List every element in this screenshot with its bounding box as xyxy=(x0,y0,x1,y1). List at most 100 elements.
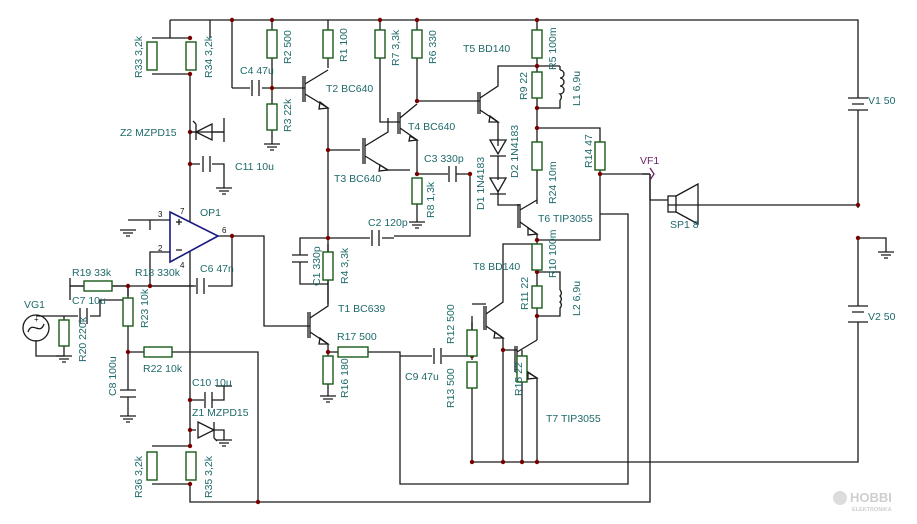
l2-inductor xyxy=(559,289,562,311)
pin-3: 3 xyxy=(158,210,163,219)
v2-battery xyxy=(848,305,868,323)
label-r34: R34 3,2k xyxy=(203,35,215,78)
resistors xyxy=(58,29,606,481)
label-r1: R1 100 xyxy=(338,28,350,62)
r8-resistor xyxy=(411,177,423,205)
label-t4: T4 BC640 xyxy=(408,121,455,133)
label-r18: R18 330k xyxy=(135,267,181,279)
r15-resistor xyxy=(516,355,528,383)
grounds xyxy=(56,143,894,447)
opamp-pins: 3 2 6 7 4 xyxy=(158,207,227,270)
label-r5: R5 100m xyxy=(547,27,559,70)
r12-resistor xyxy=(466,329,478,357)
r5-resistor xyxy=(531,29,543,59)
label-r12: R12 500 xyxy=(445,304,457,344)
label-r13: R13 500 xyxy=(445,368,457,408)
label-r24: R24 10m xyxy=(547,161,559,204)
v1-battery xyxy=(848,97,868,111)
l1-inductor xyxy=(558,69,565,101)
label-sp1: SP1 8 xyxy=(670,219,699,231)
r3-resistor xyxy=(266,103,278,131)
label-r15: R15 22 xyxy=(513,362,525,396)
label-z2: Z2 MZPD15 xyxy=(120,127,177,139)
pin-6: 6 xyxy=(222,226,227,235)
pin-4: 4 xyxy=(180,261,185,270)
r23-resistor xyxy=(122,297,134,327)
label-r3: R3 22k xyxy=(282,98,294,132)
label-t6: T6 TIP3055 xyxy=(538,213,593,225)
label-t5: T5 BD140 xyxy=(463,43,510,55)
label-r9: R9 22 xyxy=(518,72,530,100)
label-c7: C7 10u xyxy=(72,295,106,307)
label-c4: C4 47u xyxy=(240,65,274,77)
r34-resistor xyxy=(185,41,197,71)
pin-2: 2 xyxy=(158,244,163,253)
r4-resistor xyxy=(322,251,334,281)
label-r2: R2 500 xyxy=(282,30,294,64)
label-r16: R16 180 xyxy=(339,358,351,398)
pin-7: 7 xyxy=(180,207,185,216)
label-c8: C8 100u xyxy=(107,356,119,396)
inductors xyxy=(558,69,565,311)
label-c3: C3 330p xyxy=(424,153,464,165)
label-z1: Z1 MZPD15 xyxy=(192,407,249,419)
label-v1: V1 50 xyxy=(868,95,896,107)
label-c10: C10 10u xyxy=(192,377,232,389)
r14-resistor xyxy=(594,141,606,171)
component-labels: R33 3,2k R34 3,2k C4 47u R2 500 R3 22k T… xyxy=(24,27,896,498)
label-r6: R6 330 xyxy=(427,30,439,64)
label-r4: R4 3,3k xyxy=(339,247,351,284)
capacitors xyxy=(79,80,457,410)
label-r35: R35 3,2k xyxy=(203,455,215,498)
r35-resistor xyxy=(185,451,197,481)
hobbi-logo: HOBBI ELEKTRONIKA xyxy=(833,490,892,513)
wires xyxy=(35,19,887,503)
r10-resistor xyxy=(531,243,543,271)
label-r36: R36 3,2k xyxy=(133,455,145,498)
r7-resistor xyxy=(374,29,386,59)
label-op1: OP1 xyxy=(200,207,221,219)
diodes xyxy=(190,120,508,442)
svg-text:HOBBI: HOBBI xyxy=(850,490,892,505)
r24-resistor xyxy=(531,141,543,171)
label-vf1: VF1 xyxy=(640,155,659,167)
junction-dots xyxy=(125,17,861,505)
r2-resistor xyxy=(266,29,278,59)
r11-resistor xyxy=(531,285,543,309)
r16-resistor xyxy=(322,355,334,385)
op1-opamp xyxy=(169,210,220,264)
vf1-probe xyxy=(642,167,655,181)
label-d1: D1 1N4183 xyxy=(475,157,487,210)
r6-resistor xyxy=(411,29,423,59)
label-r22: R22 10k xyxy=(143,363,183,375)
label-r8: R8 1,3k xyxy=(425,181,437,218)
label-c6: C6 47n xyxy=(200,263,234,275)
svg-text:+: + xyxy=(34,315,39,324)
label-l2: L2 6,9u xyxy=(571,281,583,316)
sp1-speaker xyxy=(649,174,699,226)
svg-text:ELEKTRONIKA: ELEKTRONIKA xyxy=(852,507,892,513)
label-vg1: VG1 xyxy=(24,299,45,311)
label-r11: R11 22 xyxy=(519,277,531,310)
label-r10: R10 100m xyxy=(547,229,559,278)
r1-resistor xyxy=(322,29,334,59)
label-c9: C9 47u xyxy=(405,371,439,383)
transistor-arrows xyxy=(302,76,539,380)
label-c2: C2 120p xyxy=(368,217,408,229)
label-r23: R23 10k xyxy=(139,288,151,328)
label-c1: C1 330p xyxy=(311,246,323,286)
sources: + xyxy=(22,97,868,342)
label-r14: R14 47 xyxy=(583,134,595,168)
label-t2: T2 BC640 xyxy=(326,83,373,95)
label-c11: C11 10u xyxy=(235,161,274,173)
label-d2: D2 1N4183 xyxy=(509,125,521,178)
label-r7: R7 3,3k xyxy=(390,29,402,66)
label-r19: R19 33k xyxy=(72,267,112,279)
r36-resistor xyxy=(146,451,158,481)
label-t8: T8 BD140 xyxy=(473,261,520,273)
label-r33: R33 3,2k xyxy=(133,35,145,78)
r17-resistor xyxy=(337,346,369,358)
label-t3: T3 BC640 xyxy=(334,173,381,185)
label-v2: V2 50 xyxy=(868,311,896,323)
